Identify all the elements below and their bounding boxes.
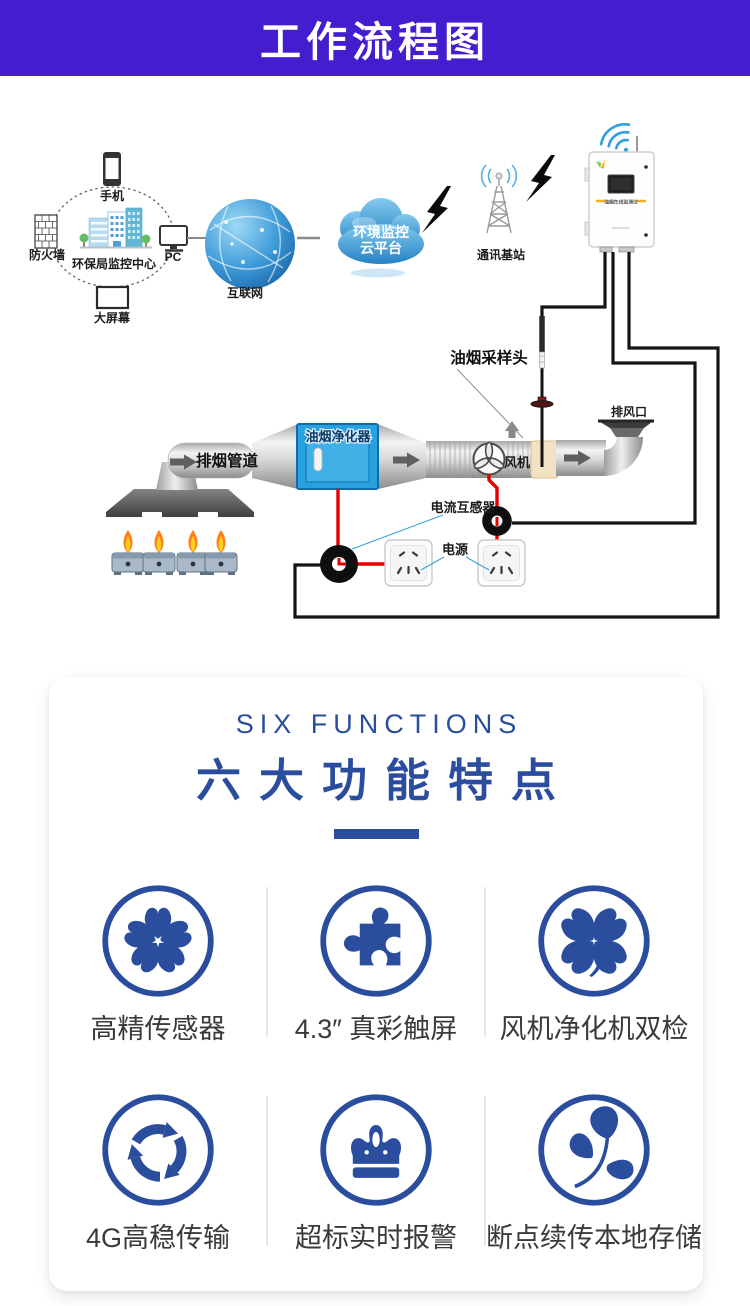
base-station-label: 通讯基站 [477,247,525,262]
title-underline-bar [333,829,419,839]
lightning-icon [526,155,555,202]
wire-through-ct [337,558,346,566]
column-divider [266,1096,268,1246]
wifi-icon [599,123,631,153]
exhaust-outlet-label: 排风口 [611,404,647,419]
purifier-box [296,423,379,490]
firewall-label: 防火墙 [29,247,65,262]
leaf-icon [538,1094,650,1206]
pc-label: PC [165,250,182,264]
feature-label: 4.3″ 真彩触屏 [294,1014,458,1044]
column-divider [484,887,486,1037]
fan-icon [472,441,506,476]
feature-cell: 4.3″ 真彩触屏 [266,873,485,1058]
features-subtitle: SIX FUNCTIONS [235,709,523,739]
firewall-icon [34,214,58,249]
internet-label: 互联网 [227,286,263,300]
crown-icon [320,1094,432,1206]
feature-label: 风机净化机双检 [499,1014,689,1044]
feature-label: 高精传感器 [90,1014,226,1044]
power-socket-icon [476,538,527,588]
cloud-label-line2: 云平台 [360,240,402,256]
puzzle-icon [320,885,432,997]
stove-icon [204,529,238,576]
column-divider [266,887,268,1037]
clover-icon [538,885,650,997]
pc-icon [159,225,206,252]
fan-label: 风机 [504,455,530,470]
leader-line [465,556,490,571]
flow-arrows [170,421,591,470]
lightning-icon [422,186,451,233]
power-label: 电源 [442,542,468,557]
features-title: 六大功能特点 [195,755,574,806]
big-screen-icon [95,285,130,310]
monitoring-center-label: 环保局监控中心 [72,256,156,271]
sampling-head-label: 油烟采样头 [450,348,528,367]
workflow-diagram: 手机 防火墙 [29,123,720,619]
current-transformer-label: 电流互感器 [430,500,496,515]
features-grid: 高精传感器 4.3″ 真彩触屏 [49,873,703,1267]
probe-collar [530,440,559,479]
buildings-icon [79,207,152,249]
leader-line [456,368,524,439]
feature-cell: 风机净化机双检 [484,873,703,1058]
stove-icon [111,529,145,576]
globe-icon [205,199,295,289]
page-title: 工作流程图 [260,19,490,65]
feature-cell: 断点续传本地存储 [484,1082,703,1267]
feature-label: 断点续传本地存储 [486,1223,702,1253]
monitor-device [584,123,655,253]
phone-icon [103,152,121,186]
features-card: SIX FUNCTIONS 六大功能特点 高精传感器 [49,677,703,1291]
feature-cell: 高精传感器 [49,873,267,1058]
flower-sensor-icon [102,885,214,997]
exhaust-duct [167,419,654,489]
purifier-label: 油烟净化器 [305,429,371,444]
power-socket-icon [383,538,434,588]
recycle-icon [102,1094,214,1206]
stove-icon [176,529,210,576]
feature-cell: 超标实时报警 [266,1082,485,1267]
feature-label: 4G高稳传输 [85,1223,231,1253]
outlet-flare [600,422,652,428]
header-banner: 工作流程图 [0,0,750,76]
device-label: 油烟在线监测仪 [604,199,638,206]
cloud-label-line1: 环境监控 [353,224,409,240]
stove-icon [142,529,176,576]
big-screen-label: 大屏幕 [94,310,131,325]
feature-cell: 4G高稳传输 [49,1082,267,1267]
feature-label: 超标实时报警 [295,1223,457,1253]
column-divider [484,1096,486,1246]
cloud-icon [338,198,424,278]
sampling-probe [530,307,554,467]
leader-line [420,556,445,571]
exhaust-duct-label: 排烟管道 [196,451,259,470]
stoves [111,529,238,576]
leader-line [351,514,444,550]
base-station-icon [480,164,518,234]
phone-label: 手机 [100,188,124,203]
